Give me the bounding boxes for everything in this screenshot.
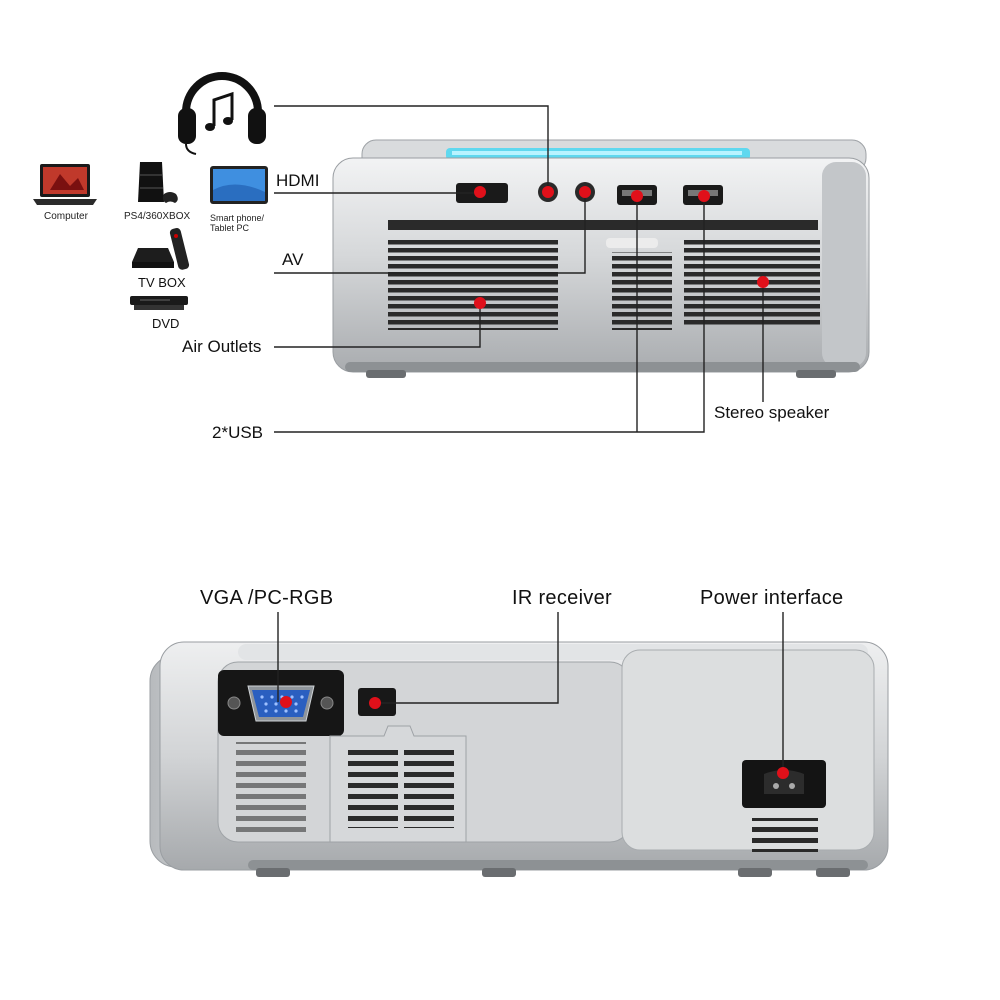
game-console-icon xyxy=(138,162,178,203)
marker-air-outlets xyxy=(474,297,486,309)
label-air-outlets: Air Outlets xyxy=(182,337,262,356)
label-hdmi: HDMI xyxy=(276,171,320,190)
label-vga: VGA /PC-RGB xyxy=(200,587,334,609)
marker-av xyxy=(579,186,591,198)
leader-usb-2 xyxy=(274,197,705,433)
label-ir-receiver: IR receiver xyxy=(512,587,612,609)
device-label-computer: Computer xyxy=(44,211,88,222)
projector-side-view xyxy=(149,641,889,877)
leader-air-outlets xyxy=(274,303,481,348)
device-label-tvbox: TV BOX xyxy=(138,275,186,290)
vent-slot xyxy=(388,220,818,230)
marker-stereo-speaker xyxy=(757,276,769,288)
device-label-smartphone-line1: Smart phone/ xyxy=(210,213,265,223)
projector-rear-view xyxy=(332,139,870,378)
device-label-console: PS4/360XBOX xyxy=(124,211,191,222)
marker-hdmi xyxy=(474,186,486,198)
label-power-interface: Power interface xyxy=(700,587,844,609)
headphones-icon xyxy=(178,72,266,155)
leader-headphone xyxy=(274,105,549,192)
marker-vga xyxy=(280,696,292,708)
marker-usb-1 xyxy=(631,190,643,202)
marker-ir xyxy=(369,697,381,709)
marker-power xyxy=(777,767,789,779)
markers xyxy=(280,186,789,779)
device-label-smartphone: Smart phone/ Tablet PC xyxy=(210,213,264,234)
marker-usb-2 xyxy=(698,190,710,202)
device-label-dvd: DVD xyxy=(152,316,180,331)
label-av: AV xyxy=(282,250,304,269)
label-stereo-speaker: Stereo speaker xyxy=(714,403,830,422)
tablet-icon xyxy=(210,166,268,204)
leader-av xyxy=(274,192,586,274)
leader-lines xyxy=(274,105,784,773)
speaker-grille xyxy=(684,238,820,326)
air-vent-left xyxy=(388,240,558,330)
label-usb: 2*USB xyxy=(212,423,264,442)
dvd-player-icon xyxy=(130,296,188,310)
tv-box-icon xyxy=(132,228,190,270)
marker-headphone xyxy=(542,186,554,198)
laptop-icon xyxy=(33,164,97,205)
leader-ir xyxy=(375,612,559,704)
device-label-smartphone-line2: Tablet PC xyxy=(210,223,250,234)
